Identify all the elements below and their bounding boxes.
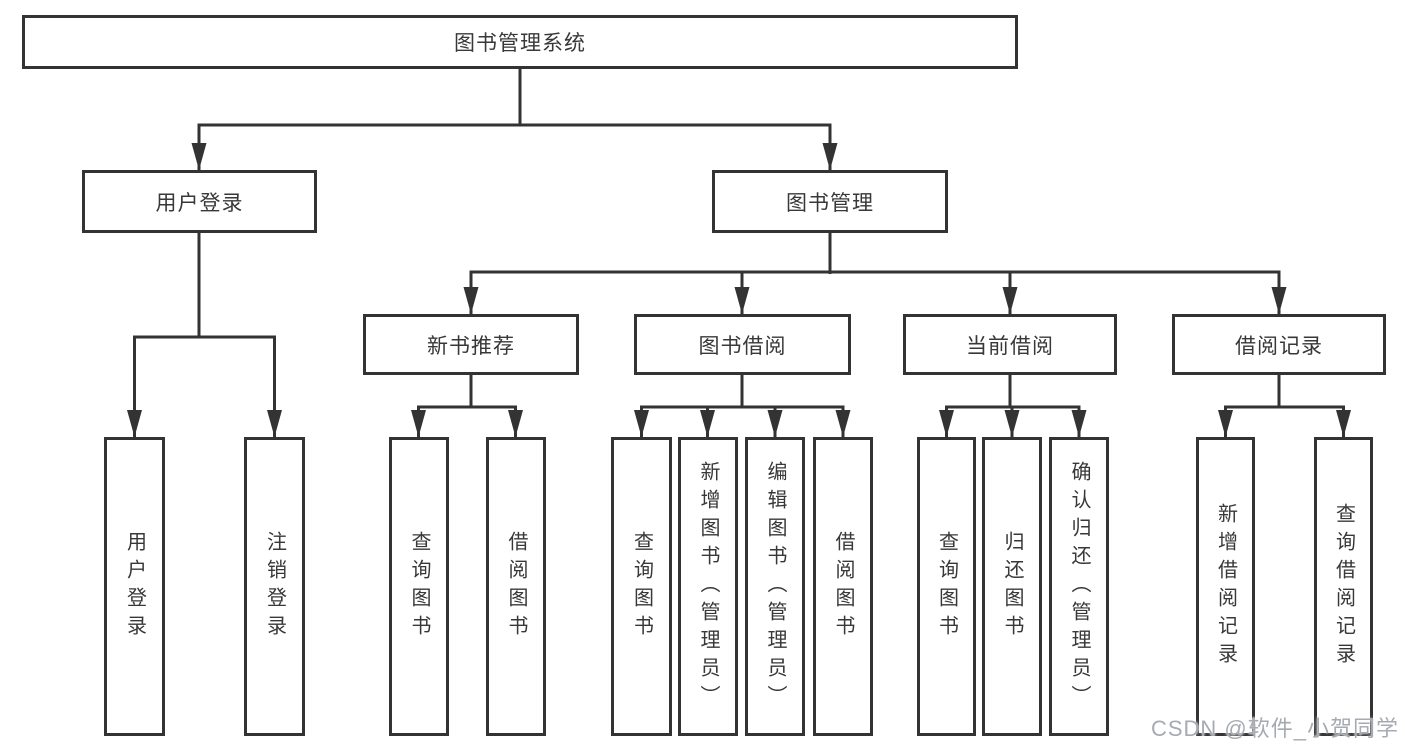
node-label: 借阅记录 xyxy=(1235,334,1323,358)
leaf-label: 用户登录 xyxy=(123,530,146,643)
leaf-label: 新增借阅记录 xyxy=(1214,502,1237,671)
leaf-return-books: 归还图书 xyxy=(982,437,1042,736)
leaf-label: 确认归还（管理员） xyxy=(1068,460,1090,713)
leaf-label: 编辑图书（管理员） xyxy=(764,460,786,713)
node-label: 图书管理系统 xyxy=(454,32,586,55)
leaf-add-borrow-record: 新增借阅记录 xyxy=(1196,437,1255,736)
node-new-book-recommend: 新书推荐 xyxy=(363,314,579,375)
leaf-label: 归还图书 xyxy=(1001,530,1023,643)
leaf-borrow-books-borrowing: 借阅图书 xyxy=(813,437,873,736)
leaf-label: 借阅图书 xyxy=(832,530,854,643)
node-user-login: 用户登录 xyxy=(82,170,317,233)
leaf-label: 查询图书 xyxy=(408,530,430,643)
leaf-label: 查询图书 xyxy=(935,530,958,643)
node-label: 用户登录 xyxy=(155,191,244,215)
node-borrowing-records: 借阅记录 xyxy=(1172,314,1386,375)
node-label: 新书推荐 xyxy=(427,334,515,358)
leaf-user-login: 用户登录 xyxy=(104,437,165,736)
node-label: 图书管理 xyxy=(786,191,874,215)
leaf-label: 查询图书 xyxy=(630,530,653,643)
leaf-label: 注销登录 xyxy=(263,530,286,643)
leaf-confirm-return-admin: 确认归还（管理员） xyxy=(1049,437,1109,736)
leaf-query-books-current: 查询图书 xyxy=(917,437,976,736)
leaf-query-books-recommend: 查询图书 xyxy=(389,437,449,736)
node-label: 当前借阅 xyxy=(966,334,1054,358)
leaf-add-books-admin: 新增图书（管理员） xyxy=(678,437,738,736)
leaf-label: 借阅图书 xyxy=(505,530,527,643)
node-current-borrowing: 当前借阅 xyxy=(903,314,1117,375)
csdn-watermark: CSDN @软件_小贺同学 xyxy=(1150,716,1399,741)
leaf-edit-books-admin: 编辑图书（管理员） xyxy=(745,437,805,736)
leaf-label: 新增图书（管理员） xyxy=(697,460,719,713)
leaf-borrow-books-recommend: 借阅图书 xyxy=(486,437,546,736)
node-book-borrowing: 图书借阅 xyxy=(634,314,851,375)
node-library-management-system: 图书管理系统 xyxy=(22,15,1018,69)
node-book-management: 图书管理 xyxy=(712,170,948,233)
leaf-query-books-borrowing: 查询图书 xyxy=(611,437,672,736)
node-label: 图书借阅 xyxy=(698,334,787,358)
leaf-logout: 注销登录 xyxy=(244,437,305,736)
leaf-query-borrow-record: 查询借阅记录 xyxy=(1314,437,1373,736)
leaf-label: 查询借阅记录 xyxy=(1332,502,1355,671)
